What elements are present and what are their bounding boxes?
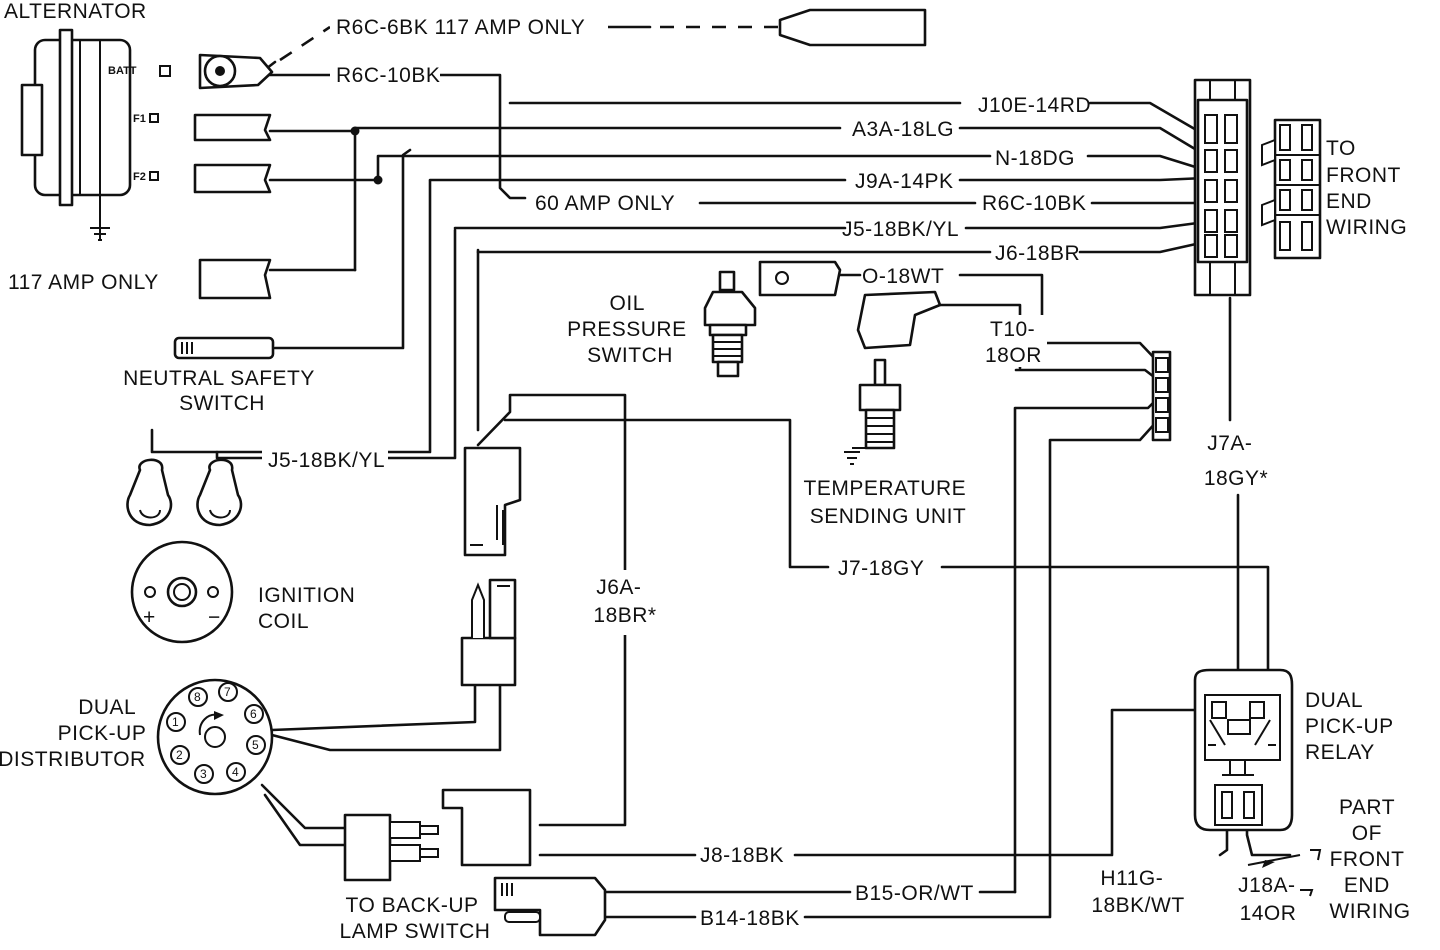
pickup-connector-upper xyxy=(463,446,522,557)
temperature-sending-unit xyxy=(844,358,902,465)
b15-label: B15-OR/WT xyxy=(855,882,974,905)
gauge-connector xyxy=(1151,350,1172,442)
oil-pressure-label: OIL PRESSURE SWITCH xyxy=(567,292,693,367)
j5-top-label: J5-18BK/YL xyxy=(842,218,959,241)
j9a-label: J9A-14PK xyxy=(855,170,954,193)
terminal-2: 2 xyxy=(176,748,183,762)
amp117-connector xyxy=(198,258,272,300)
relay-label: DUAL PICK-UP RELAY xyxy=(1305,689,1400,764)
dual-pickup-relay xyxy=(1193,668,1294,832)
amp60-label: 60 AMP ONLY xyxy=(535,192,675,215)
oil-pressure-switch xyxy=(703,270,757,378)
ignition-coil-label: IGNITION COIL xyxy=(258,584,362,633)
amp117-label: 117 AMP ONLY xyxy=(8,271,159,294)
wires xyxy=(150,25,1301,919)
back-up-lamp-label: TO BACK-UP LAMP SWITCH xyxy=(340,894,491,943)
terminal-5: 5 xyxy=(252,738,259,752)
splice-dots xyxy=(350,126,383,185)
terminal-7: 7 xyxy=(224,685,231,699)
j18a-arrow-stub xyxy=(1300,849,1322,897)
ignition-coil xyxy=(130,540,234,644)
oil-pressure-connector xyxy=(758,260,842,297)
j6a-label: J6A- 18BR* xyxy=(593,576,656,627)
terminal-3: 3 xyxy=(200,767,207,781)
coil-minus-label: − xyxy=(208,606,221,629)
j8-label: J8-18BK xyxy=(700,844,784,867)
alternator: BATT F1 F2 xyxy=(20,28,171,241)
j18a-label: J18A- 14OR xyxy=(1238,874,1302,925)
batt-terminal-label: BATT xyxy=(108,65,137,77)
n18dg-label: N-18DG xyxy=(995,147,1075,170)
f1-terminal-label: F1 xyxy=(133,113,146,125)
terminal-8: 8 xyxy=(194,690,201,704)
neutral-safety-label: NEUTRAL SAFETY SWITCH xyxy=(123,367,321,415)
distributor-terminal-numbers: 8 7 6 1 5 2 3 4 xyxy=(172,685,259,781)
distributor-label: DUAL PICK-UP DISTRIBUTOR xyxy=(0,696,152,771)
coil-plus-label: + xyxy=(143,606,156,629)
t10-label: T10- 18OR xyxy=(985,318,1042,367)
neutral-safety-switch xyxy=(173,336,275,360)
coil-terminals xyxy=(126,458,243,527)
b14-label: B14-18BK xyxy=(700,907,800,930)
r6c-10bk-mid-label: R6C-10BK xyxy=(982,192,1086,215)
b15-b14-connector xyxy=(493,876,607,937)
j6-label: J6-18BR xyxy=(995,242,1080,265)
back-up-lamp-connector xyxy=(343,813,439,882)
r6c-10bk-top-label: R6C-10BK xyxy=(336,64,440,87)
terminal-4: 4 xyxy=(232,765,239,779)
temperature-sending-boot xyxy=(856,290,942,350)
dual-pickup-distributor xyxy=(156,678,274,796)
terminal-6: 6 xyxy=(250,707,257,721)
j7-label: J7-18GY xyxy=(838,557,924,580)
f2-terminal-label: F2 xyxy=(133,171,146,183)
j5-mid-label: J5-18BK/YL xyxy=(268,449,385,472)
j7a-label: J7A- 18GY* xyxy=(1204,432,1268,490)
part-of-front-end-label: PART OF FRONT END WIRING xyxy=(1329,796,1410,923)
alternator-label: ALTERNATOR xyxy=(4,0,147,23)
f1-connector xyxy=(193,113,272,142)
terminal-1: 1 xyxy=(172,715,179,729)
front-end-mating-connector xyxy=(1261,118,1322,260)
h11g-label: H11G- 18BK/WT xyxy=(1091,867,1184,917)
j10e-label: J10E-14RD xyxy=(978,94,1091,117)
a3a-label: A3A-18LG xyxy=(852,118,954,141)
f2-connector xyxy=(193,163,272,194)
pickup-connector-lower xyxy=(460,578,517,687)
r6c-6bk-label: R6C-6BK 117 AMP ONLY xyxy=(336,16,585,39)
temperature-sending-label: TEMPERATURE SENDING UNIT xyxy=(804,477,973,528)
batt-ring-terminal xyxy=(198,53,274,90)
j8-connector xyxy=(441,788,532,867)
front-end-connector xyxy=(1193,78,1252,297)
o18wt-label: O-18WT xyxy=(862,265,944,288)
to-front-end-label: TO FRONT END WIRING xyxy=(1326,137,1407,239)
r6c-6bk-connector xyxy=(778,8,927,47)
